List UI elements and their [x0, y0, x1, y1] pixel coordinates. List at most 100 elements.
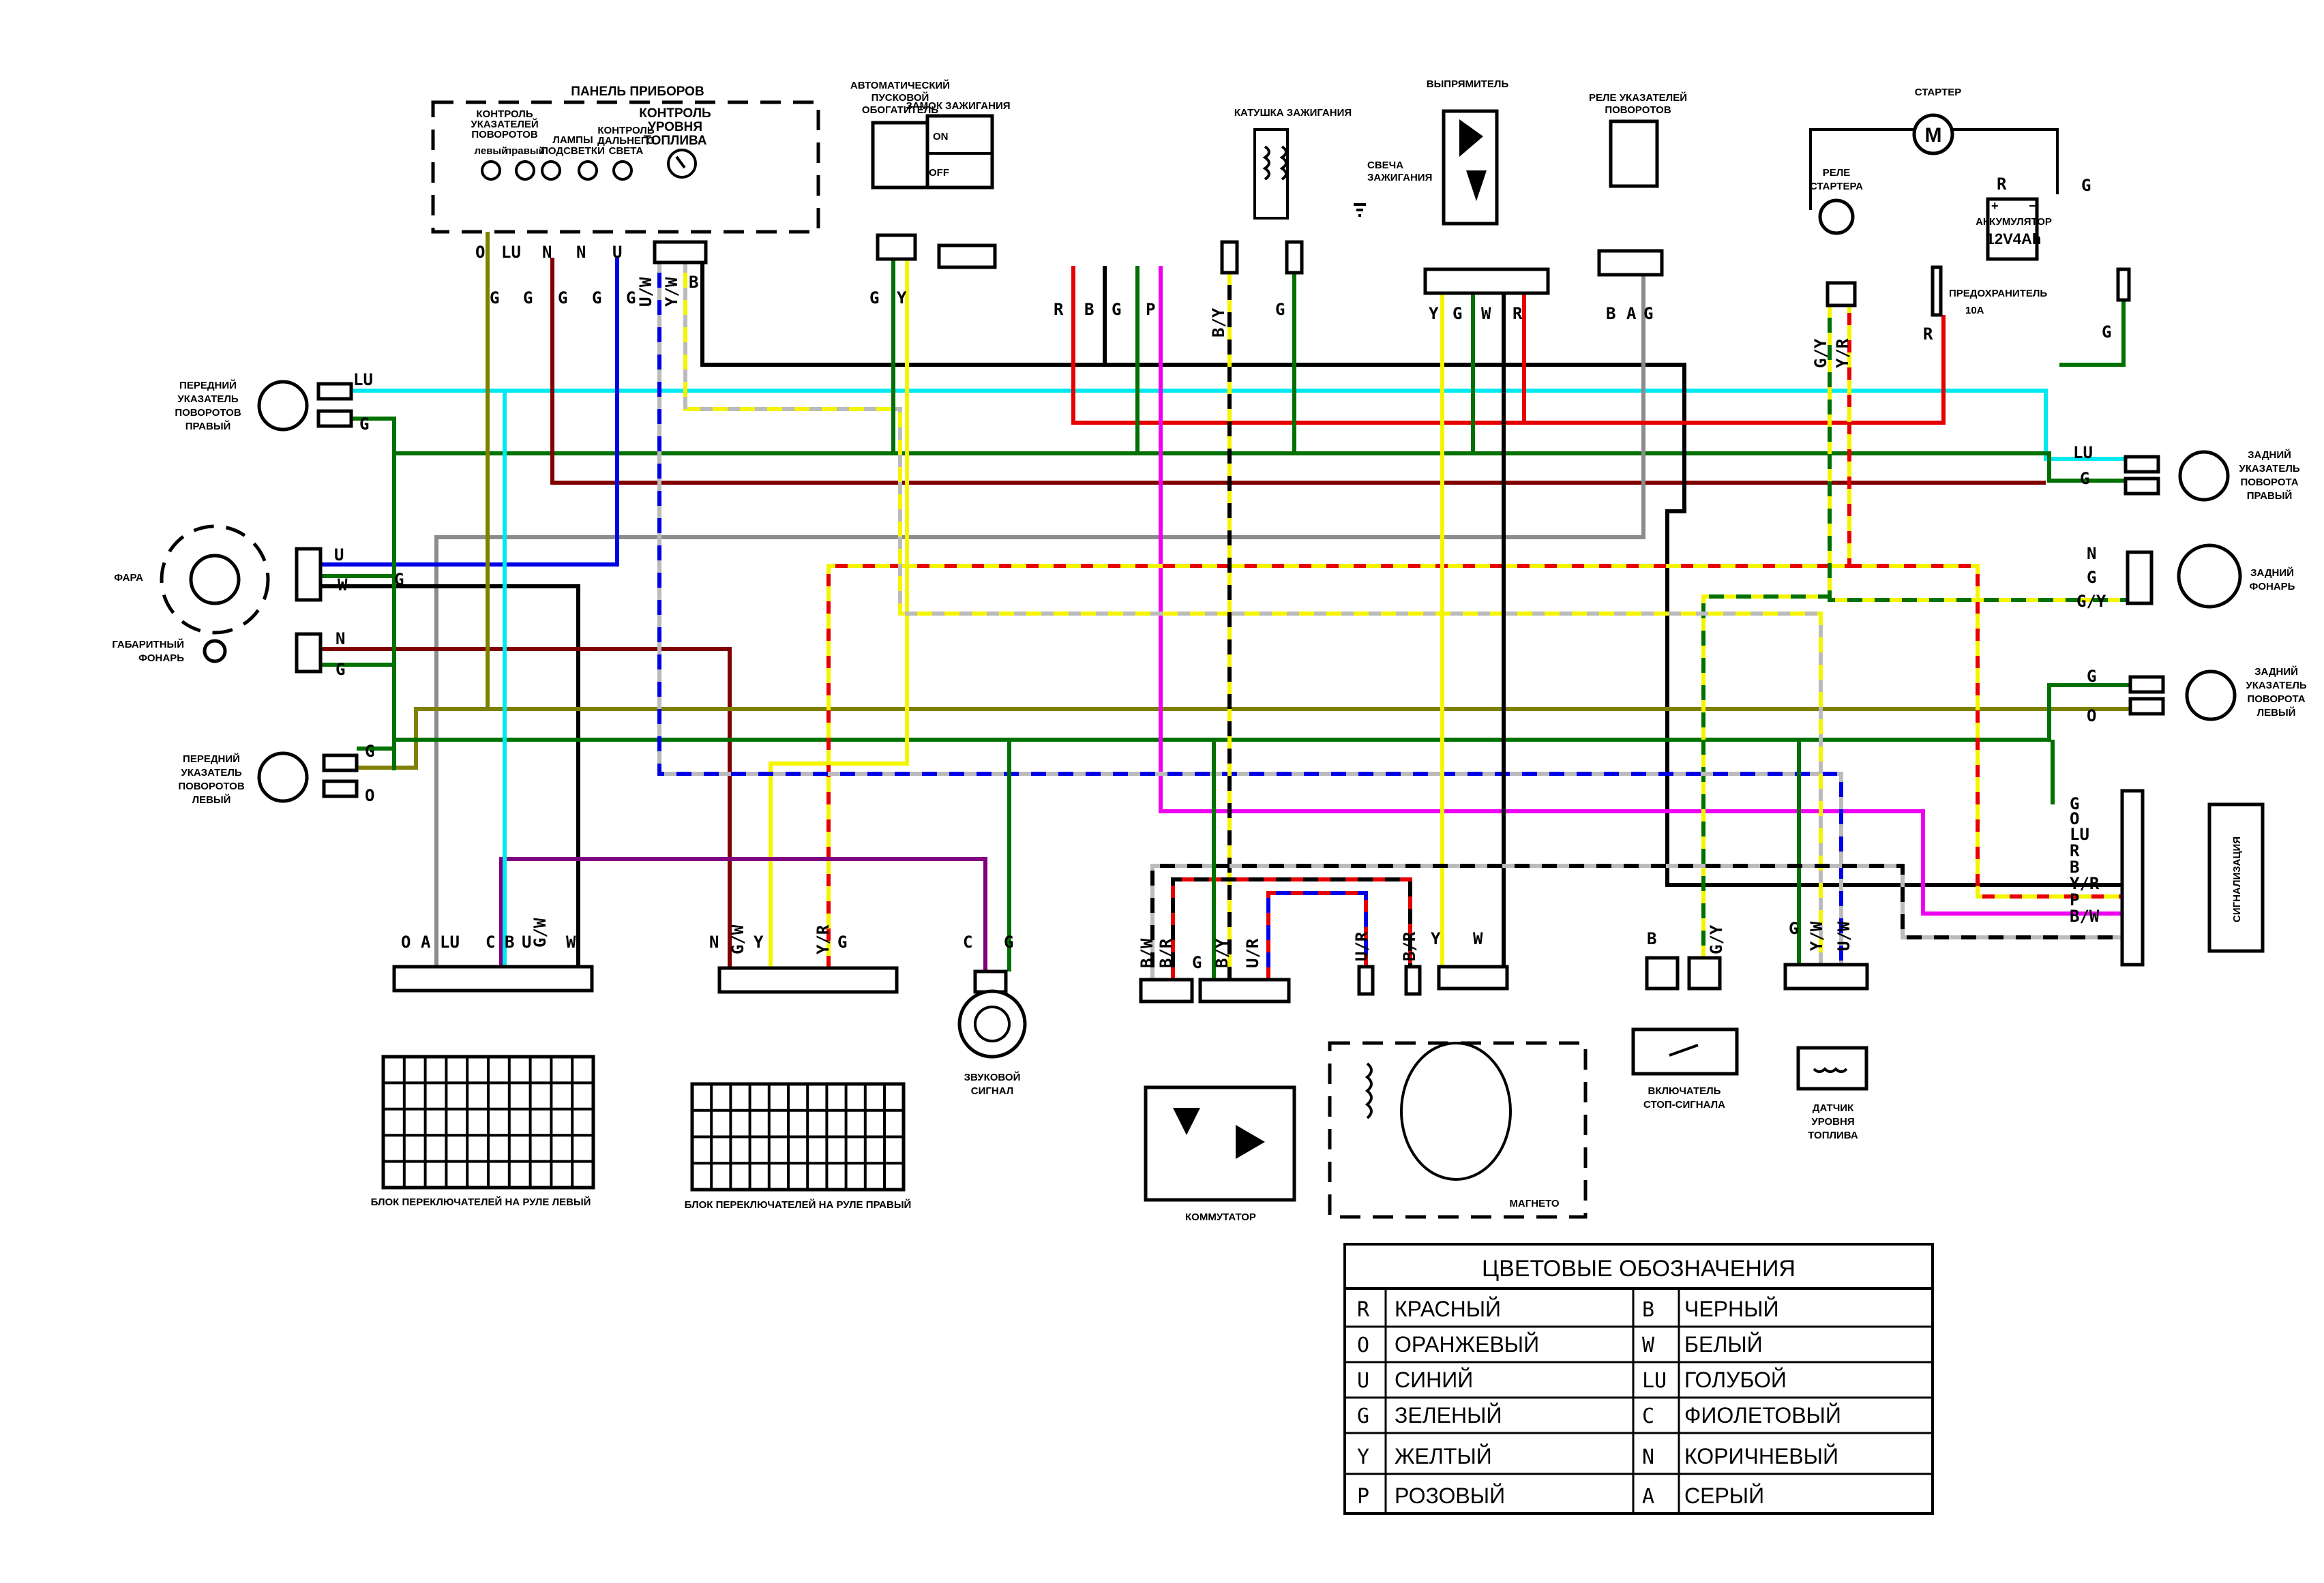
right-handlebar-switch: БЛОК ПЕРЕКЛЮЧАТЕЛЕЙ НА РУЛЕ ПРАВЫЙ	[685, 966, 911, 1211]
wire-code: G	[1789, 919, 1798, 938]
wire-code: W	[1473, 929, 1483, 948]
lamp-title: УКАЗАТЕЛЬ	[177, 393, 238, 405]
lamp-title: УКАЗАТЕЛЬ	[2239, 463, 2299, 474]
high-beam-label: СВЕТА	[609, 145, 644, 157]
lamp-title: ФОНАРЬ	[138, 652, 184, 664]
switch-block-title: БЛОК ПЕРЕКЛЮЧАТЕЛЕЙ НА РУЛЕ ЛЕВЫЙ	[371, 1196, 591, 1208]
legend-name: КРАСНЫЙ	[1395, 1297, 1501, 1321]
backlight-label: ЛАМПЫ	[552, 134, 593, 146]
legend-code: G	[1357, 1404, 1369, 1428]
legend-title: ЦВЕТОВЫЕ ОБОЗНАЧЕНИЯ	[1482, 1256, 1796, 1282]
on-label: ON	[933, 131, 949, 142]
ignition-switch: ЗАМОК ЗАЖИГАНИЯ ON OFF	[906, 100, 1011, 269]
wire-code: O	[2070, 809, 2079, 828]
wire-g	[2059, 300, 2126, 367]
auto-choke-title: ПУСКОВОЙ	[872, 91, 929, 104]
battery-rating: 12V4Ah	[1986, 230, 2042, 247]
rear-turn-left: ЗАДНИЙ УКАЗАТЕЛЬ ПОВОРОТА ЛЕВЫЙ	[2128, 665, 2307, 721]
lamp-title: ПОВОРОТОВ	[175, 407, 241, 419]
spark-plug-label: ЗАЖИГАНИЯ	[1367, 172, 1432, 183]
wire-code: U	[612, 243, 622, 262]
wire-code: G	[359, 414, 369, 434]
lamp-icon	[257, 380, 309, 432]
wire-y	[769, 259, 909, 968]
wire-code: W	[566, 933, 576, 952]
wire-code: G	[2102, 322, 2111, 342]
wire-code: G	[2087, 568, 2096, 587]
turn-indicator-label: КОНТРОЛЬ	[476, 108, 533, 120]
wire-code: U/R	[1352, 931, 1371, 961]
wire-code: R	[1923, 325, 1933, 344]
wire-code: R	[1513, 304, 1523, 323]
backlight-label: ПОДСВЕТКИ	[541, 145, 605, 157]
front-turn-left: ПЕРЕДНИЙ УКАЗАТЕЛЬ ПОВОРОТОВ ЛЕВЫЙ	[178, 751, 359, 806]
battery-icon	[1986, 197, 2039, 261]
fuel-sensor-title: ТОПЛИВА	[1808, 1130, 1858, 1141]
fuel-sensor-title: УРОВНЯ	[1811, 1116, 1854, 1128]
connector-icon	[2120, 789, 2145, 967]
wire-code: B/R	[1400, 931, 1419, 961]
legend-code: B	[1642, 1298, 1654, 1322]
starter-circuit: СТАРТЕР M РЕЛЕ СТАРТЕРА АККУМУЛЯТОР 12V4…	[1809, 87, 2131, 344]
magneto: МАГНЕТО	[1328, 965, 1588, 1219]
wire-code: LU	[2070, 825, 2089, 844]
wire-code: G	[2070, 794, 2079, 813]
ignition-switch-title: ЗАМОК ЗАЖИГАНИЯ	[906, 100, 1010, 112]
wire-code: Y/R	[2070, 874, 2100, 893]
connector-icon	[1404, 965, 1422, 996]
turn-relay-title: РЕЛЕ УКАЗАТЕЛЕЙ	[1589, 91, 1687, 104]
wire-code: O	[365, 786, 374, 805]
diode-icon	[1173, 1108, 1200, 1135]
wire-code: G	[837, 933, 847, 952]
wire-code: B	[1647, 929, 1656, 948]
rectifier: ВЫПРЯМИТЕЛЬ	[1423, 78, 1550, 295]
wire-code: Y	[897, 288, 907, 307]
lamp-title: ФОНАРЬ	[2250, 581, 2295, 592]
wire-code: U	[334, 545, 344, 564]
plus-terminal: +	[1991, 199, 1999, 213]
headlight-icon	[189, 554, 241, 605]
wire-code: P	[2070, 890, 2079, 909]
wire-code: B	[1606, 304, 1615, 323]
connector-icon	[937, 243, 997, 269]
legend-name: ЧЕРНЫЙ	[1684, 1297, 1778, 1321]
wire-code: Y	[754, 933, 764, 952]
lamp-title: ПОВОРОТА	[2240, 477, 2298, 488]
wire-code: W	[1481, 304, 1491, 323]
wire-code: LU	[2073, 443, 2093, 462]
wire-code: B	[689, 273, 698, 292]
connector-icon	[1783, 963, 1869, 991]
lamp-title: ЗАДНИЙ	[2250, 567, 2294, 579]
wire-code: G	[523, 288, 533, 307]
turn-indicator-label: ПОВОРОТОВ	[471, 129, 538, 140]
lamp-icon	[203, 639, 227, 663]
brake-switch-title: ВКЛЮЧАТЕЛЬ	[1648, 1085, 1721, 1097]
connector-icon	[653, 240, 708, 265]
wire-code: A	[421, 933, 431, 952]
connector-icon	[1826, 281, 1857, 307]
wire-b	[700, 260, 2122, 887]
wire-code: O	[475, 243, 485, 262]
wire-n	[321, 647, 732, 968]
front-turn-right: ПЕРЕДНИЙ УКАЗАТЕЛЬ ПОВОРОТОВ ПРАВЫЙ	[175, 379, 353, 432]
thyristor-icon	[1236, 1125, 1265, 1159]
wire-stripe	[683, 260, 1823, 965]
wire-stripe	[1171, 877, 1412, 980]
horn-title: ЗВУКОВОЙ	[964, 1071, 1021, 1083]
switch-icon	[1669, 1044, 1699, 1057]
ignition-coil: КАТУШКА ЗАЖИГАНИЯ СВЕЧА ЗАЖИГАНИЯ	[1220, 107, 1432, 275]
wire-code: LU	[501, 243, 521, 262]
connector-icon	[717, 966, 899, 994]
motor-symbol: M	[1925, 124, 1942, 147]
turn-relay: РЕЛЕ УКАЗАТЕЛЕЙ ПОВОРОТОВ	[1589, 91, 1687, 277]
fuel-gauge-label: КОНТРОЛЬ	[639, 106, 711, 121]
connector-icon	[1198, 978, 1291, 1004]
legend-code: P	[1357, 1485, 1369, 1509]
wire-code: G/Y	[2076, 592, 2106, 611]
legend-name: СЕРЫЙ	[1684, 1483, 1764, 1508]
wire-code: N	[576, 243, 586, 262]
wire-code: G	[1004, 933, 1013, 952]
wire-stripe	[826, 305, 1851, 968]
wire-g	[357, 453, 396, 751]
wire-g-y	[1701, 594, 1830, 958]
